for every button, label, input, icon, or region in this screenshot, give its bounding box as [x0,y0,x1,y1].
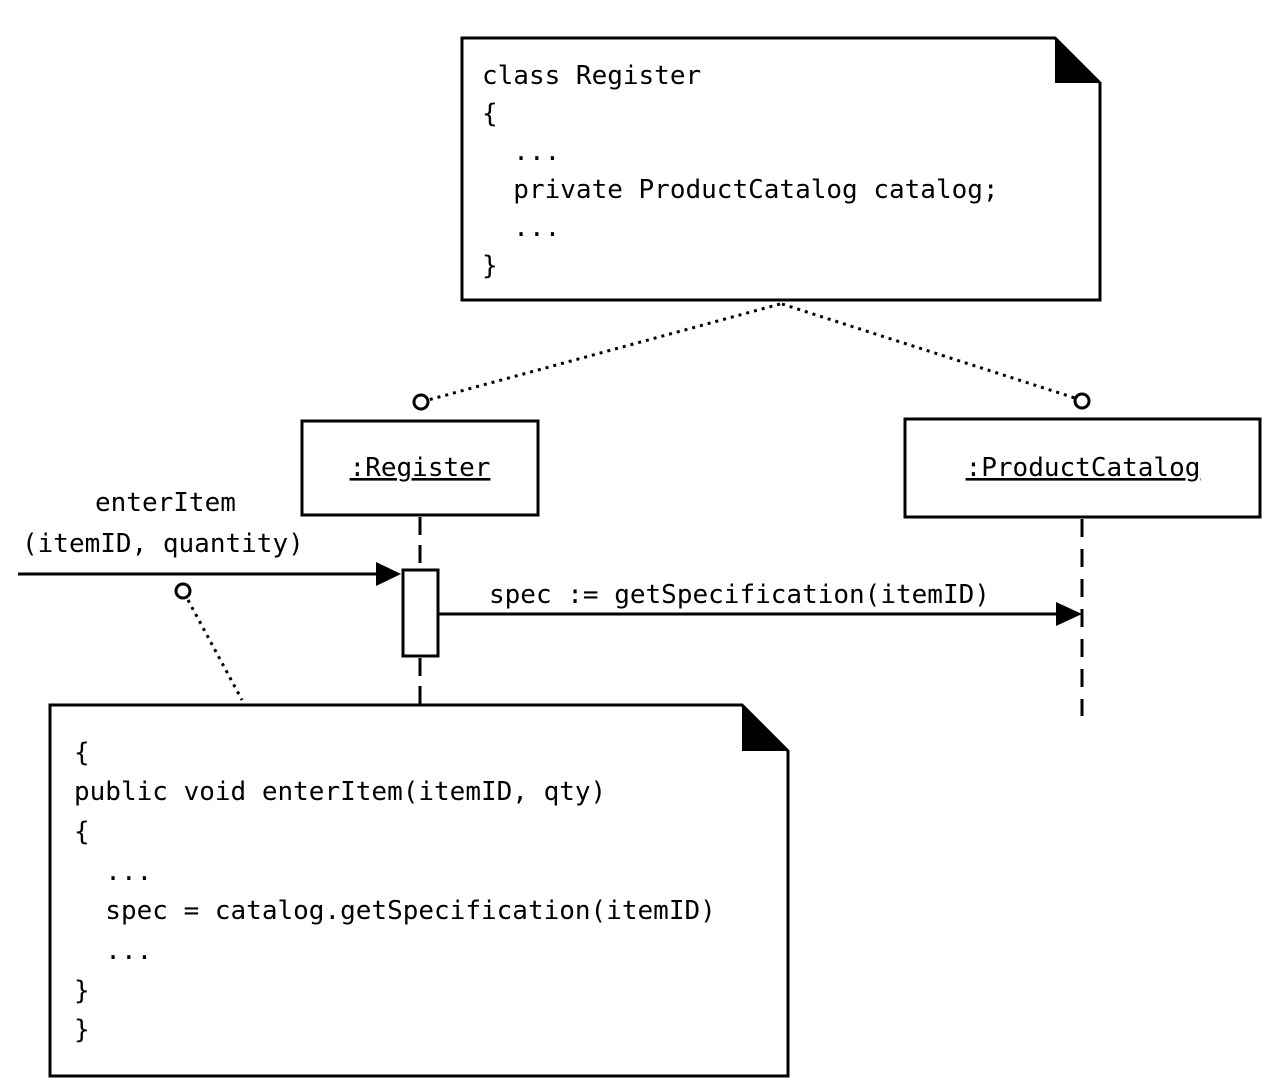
enteritem-method-note: { public void enterItem(itemID, qty) { .… [48,703,790,1078]
method-note-line-1: { [74,738,90,768]
outgoing-message: spec := getSpecification(itemID) [438,580,1082,626]
method-note-line-3: { [74,817,90,847]
incoming-message: enterItem (itemID, quantity) [18,488,401,586]
class-register-note: class Register { ... private ProductCata… [460,36,1102,302]
incoming-message-label-2: (itemID, quantity) [22,529,304,559]
method-note-border [48,703,790,1078]
method-note-line-7: } [74,976,90,1006]
anchor-circle-method [174,582,192,600]
catalog-lifeline-label: :ProductCatalog [966,453,1201,483]
anchor-circle-register [412,393,430,411]
method-note-line-5: spec = catalog.getSpecification(itemID) [74,896,716,926]
catalog-lifeline: :ProductCatalog [903,417,1262,716]
anchor-circle-catalog [1073,392,1091,410]
class-note-line-1: class Register [482,61,701,91]
note-anchor-register [427,302,781,402]
incoming-message-arrowhead [376,562,401,586]
register-lifeline: :Register [300,419,540,706]
register-lifeline-label: :Register [350,453,491,483]
note-anchor-method [186,599,244,701]
note-anchor-catalog [781,302,1076,400]
class-note-dogear [1055,38,1100,83]
method-note-line-2: public void enterItem(itemID, qty) [74,777,606,807]
class-note-line-5: ... [482,213,560,243]
register-lifeline-head [300,419,540,517]
class-note-line-2: { [482,99,498,129]
outgoing-message-label: spec := getSpecification(itemID) [489,580,990,610]
class-note-line-4: private ProductCatalog catalog; [482,175,999,205]
incoming-message-label-1: enterItem [95,488,236,518]
method-note-line-4: ... [74,857,152,887]
method-note-line-8: } [74,1015,90,1045]
register-activation-bar [401,568,440,658]
method-note-dogear [742,705,788,751]
class-note-border [460,36,1102,302]
catalog-lifeline-head [903,417,1262,519]
class-note-line-3: ... [482,137,560,167]
class-note-line-6: } [482,251,498,281]
method-note-line-6: ... [74,936,152,966]
outgoing-message-arrowhead [1056,602,1082,626]
